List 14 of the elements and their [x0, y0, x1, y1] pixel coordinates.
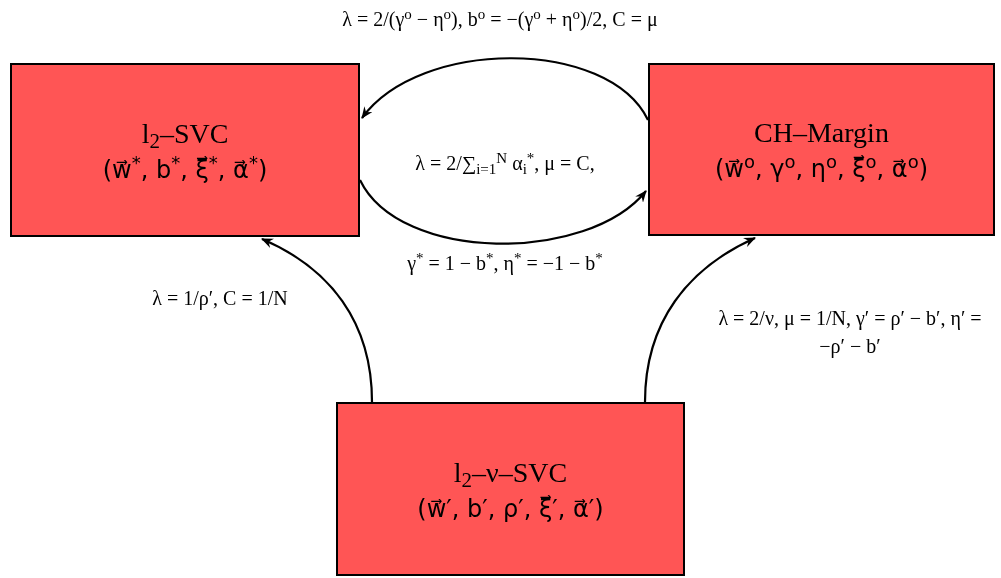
model-name: l$_{2}$–ν–SVC [453, 455, 568, 490]
parameter-tuple: (w⃗′, b′, ρ′, ξ⃗′, α⃗′) [417, 493, 604, 524]
curved-arrow [261, 238, 374, 403]
model-name: CH–Margin [754, 116, 889, 150]
curved-arrow [359, 179, 647, 245]
model-box [336, 402, 685, 576]
condition-note: γ$^{*}$ = 1 − b$^{*}$, η$^{*}$ = −1 − b$^{*}$ [407, 250, 603, 277]
model-name: l$_{2}$–SVC [141, 116, 229, 151]
model-box [10, 63, 360, 237]
parameter-tuple: (w⃗$^{*}$, b$^{*}$, ξ⃗$^{*}$, α⃗$^{*}$) [102, 154, 268, 185]
parameter-tuple: (w⃗$^{o}$, γ$^{o}$, η$^{o}$, ξ⃗$^{o}$, α⃗$^{o}$) [714, 154, 929, 184]
model-box [648, 63, 995, 236]
curved-arrow [643, 237, 756, 403]
curved-arrow [361, 57, 649, 121]
